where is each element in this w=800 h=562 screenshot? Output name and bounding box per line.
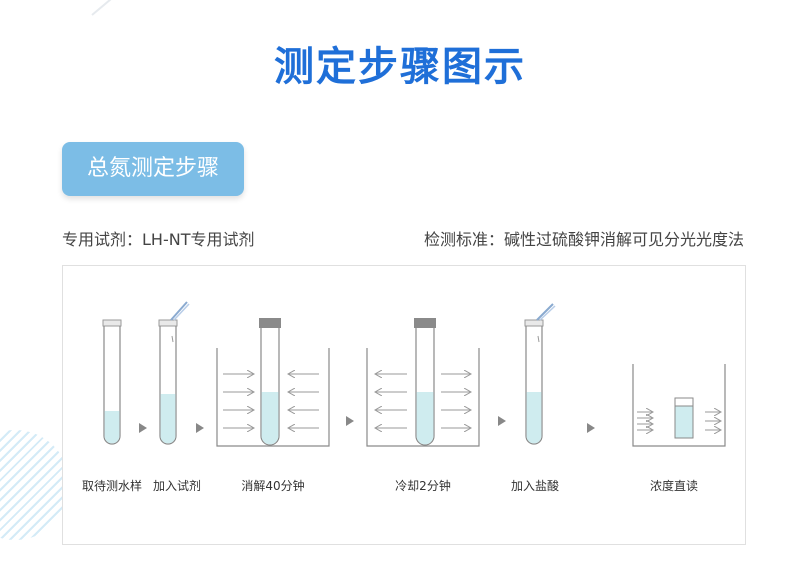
step-label-5: 加入盐酸 xyxy=(510,479,560,493)
step1-test-tube-icon xyxy=(102,319,122,445)
step-label-2: 加入试剂 xyxy=(152,479,202,493)
page-title: 测定步骤图示 xyxy=(274,44,526,90)
decorative-striped-circle xyxy=(0,430,70,540)
step-arrow-icon xyxy=(139,423,147,433)
step5-pipette-test-tube-icon xyxy=(524,303,556,445)
step-arrow-icon xyxy=(498,416,506,426)
decorative-line xyxy=(91,0,208,16)
step-arrow-icon xyxy=(346,416,354,426)
step3-heating-bath-icon xyxy=(216,318,330,447)
step2-pipette-test-tube-icon xyxy=(158,301,190,445)
step-label-4: 冷却2分钟 xyxy=(395,479,451,493)
reagent-info: 专用试剂：LH-NT专用试剂 xyxy=(62,230,255,249)
step-arrow-icon xyxy=(587,423,595,433)
step4-cooling-bath-icon xyxy=(366,318,480,447)
section-badge: 总氮测定步骤 xyxy=(62,142,244,196)
procedure-diagram: 取待测水样 加入试剂 消解40分钟 冷却2分钟 加入盐酸 浓度直读 xyxy=(62,265,746,545)
step-label-3: 消解40分钟 xyxy=(241,479,305,493)
step-label-6: 浓度直读 xyxy=(649,479,699,493)
standard-info: 检测标准：碱性过硫酸钾消解可见分光光度法 xyxy=(423,230,744,249)
step6-cuvette-reader-icon xyxy=(632,364,726,447)
procedure-diagram-svg xyxy=(102,301,726,447)
step-label-1: 取待测水样 xyxy=(81,479,143,493)
step-arrow-icon xyxy=(196,423,204,433)
